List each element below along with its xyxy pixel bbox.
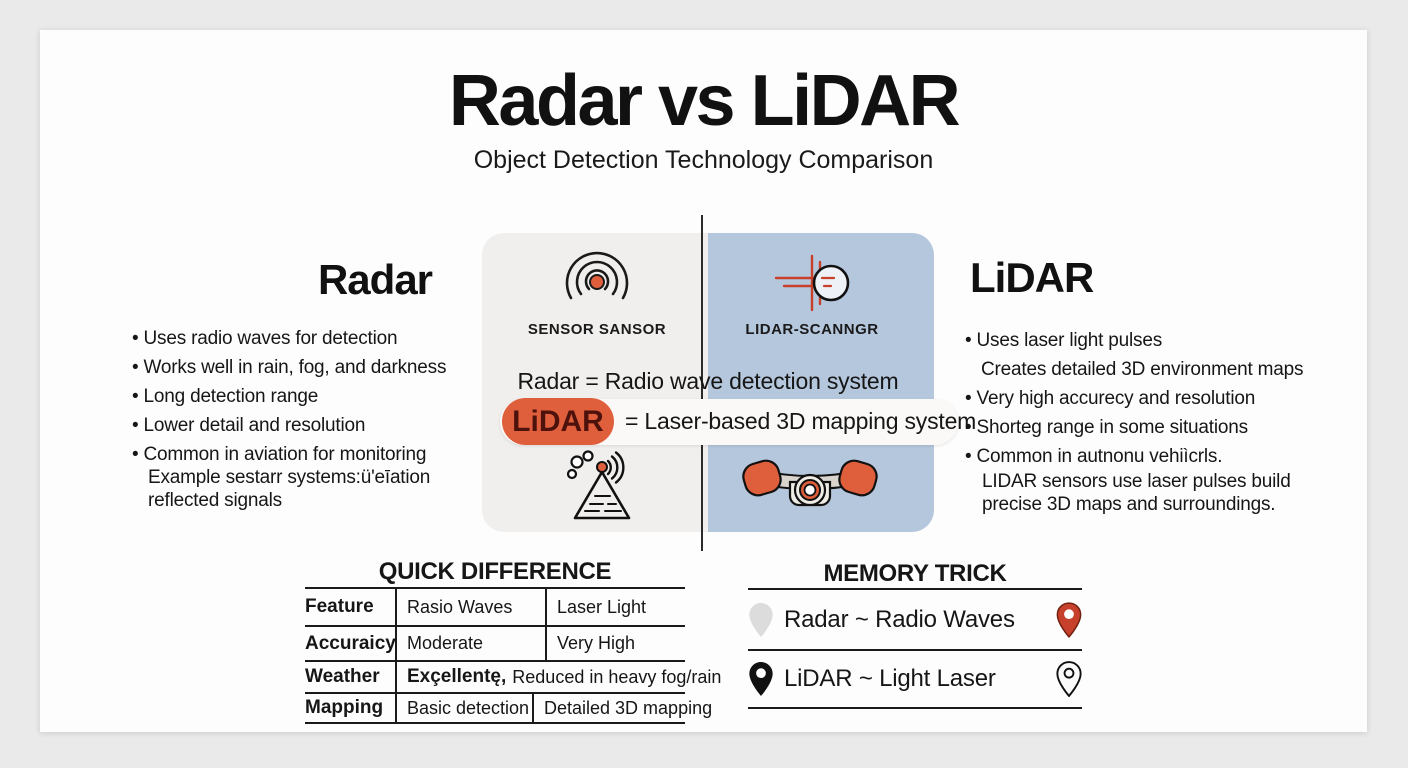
lidar-bullet-continuation: Creates detailed 3D environment maps bbox=[981, 359, 1304, 380]
table-row-feature: Feature Rasio Waves Laser Light bbox=[305, 589, 685, 627]
radar-bullet: Common in aviation for monitoring bbox=[132, 440, 522, 469]
lidar-bullet: Very high accurecy and resolution bbox=[965, 384, 1365, 413]
lidar-bullet: Common in autnonu vehiìcrls. bbox=[965, 442, 1365, 471]
lidar-pill: LiDAR bbox=[502, 398, 614, 445]
lidar-bullet: Shorteg range in some situations bbox=[965, 413, 1365, 442]
radar-bullet: Lower detail and resolution bbox=[132, 411, 522, 440]
radar-cell: Basic detection bbox=[395, 694, 532, 722]
lidar-scanner-icon bbox=[768, 250, 863, 316]
row-label: Accuraicy bbox=[305, 632, 396, 654]
lidar-device-icon bbox=[740, 454, 880, 516]
gray-blob-icon bbox=[748, 602, 774, 638]
lidar-bullet-list: Uses laser light pulses Creates detailed… bbox=[965, 326, 1365, 471]
row-label: Feature bbox=[305, 596, 374, 617]
memory-trick-radar-row: Radar ~ Radio Waves bbox=[748, 590, 1082, 651]
radar-bullet: Uses radio waves for detection bbox=[132, 324, 522, 353]
table-row-weather: Weather Exçellentę, Reduced in heavy fog… bbox=[305, 662, 721, 694]
table-row-mapping: Mapping Basic detection Detailed 3D mapp… bbox=[305, 694, 712, 724]
memory-trick-lidar-text: LiDAR ~ Light Laser bbox=[784, 665, 996, 692]
weather-highlight: Exçellentę, bbox=[407, 666, 507, 687]
quick-difference-table: Feature Rasio Waves Laser Light Accuraic… bbox=[305, 587, 721, 724]
lidar-bullet: Uses laser light pulses bbox=[965, 326, 1365, 355]
memory-trick-lidar-row: LiDAR ~ Light Laser bbox=[748, 651, 1082, 709]
radar-note: Example sestarr systems:ü'eīation reflec… bbox=[148, 466, 430, 512]
lidar-note: LIDAR sensors use laser pulses build pre… bbox=[982, 470, 1291, 516]
radar-cell: Rasio Waves bbox=[395, 589, 545, 625]
lidar-equation: = Laser-based 3D mapping system bbox=[625, 408, 977, 434]
weather-rest: Reduced in heavy fog/rain bbox=[512, 666, 722, 687]
weather-cell: Exçellentę, Reduced in heavy fog/rain bbox=[395, 662, 721, 692]
lidar-cell: Laser Light bbox=[545, 589, 685, 625]
lidar-note-line2: precise 3D maps and surroundings. bbox=[982, 494, 1276, 515]
memory-trick-radar-text: Radar ~ Radio Waves bbox=[784, 605, 1015, 633]
radar-bullet: Long detection range bbox=[132, 382, 522, 411]
lidar-icon-label: LIDAR-SCANNGR bbox=[745, 321, 879, 338]
radar-sensor-icon bbox=[557, 242, 637, 316]
radar-icon-label: SENSOR SANSOR bbox=[527, 321, 667, 338]
quick-difference-title: QUICK DIFFERENCE bbox=[378, 558, 612, 585]
radar-heading: Radar bbox=[317, 256, 433, 303]
table-row-accuracy: Accuraicy Moderate Very High bbox=[305, 627, 685, 662]
page-title: Radar vs LiDAR bbox=[448, 61, 961, 141]
page-subtitle: Object Detection Technology Comparison bbox=[473, 146, 934, 174]
black-map-pin-icon bbox=[748, 661, 774, 697]
radar-bullet: Works well in rain, fog, and darkness bbox=[132, 353, 522, 382]
radar-note-line1: Example sestarr systems:ü'eīation bbox=[148, 467, 431, 488]
row-label: Weather bbox=[305, 666, 380, 687]
radar-bullet-list: Uses radio waves for detection Works wel… bbox=[132, 324, 522, 469]
lidar-heading: LiDAR bbox=[970, 254, 1094, 301]
radar-note-line2: reflected signals bbox=[148, 490, 282, 511]
lidar-cell: Very High bbox=[545, 627, 685, 660]
lidar-cell: Detailed 3D mapping bbox=[532, 694, 712, 722]
radar-antenna-icon bbox=[555, 450, 650, 530]
radar-equation: Radar = Radio wave detection system bbox=[517, 368, 899, 394]
radar-cell: Moderate bbox=[395, 627, 545, 660]
memory-trick-box: Radar ~ Radio Waves LiDAR ~ Light Las bbox=[748, 588, 1082, 709]
lidar-note-line1: LIDAR sensors use laser pulses build bbox=[982, 471, 1291, 492]
outline-map-pin-icon bbox=[1056, 661, 1082, 697]
red-map-pin-icon bbox=[1056, 601, 1082, 638]
center-divider-line bbox=[701, 215, 703, 551]
infographic-card: Radar vs LiDAR Object Detection Technolo… bbox=[40, 30, 1367, 732]
memory-trick-title: MEMORY TRICK bbox=[823, 560, 1007, 587]
row-label: Mapping bbox=[305, 697, 384, 718]
